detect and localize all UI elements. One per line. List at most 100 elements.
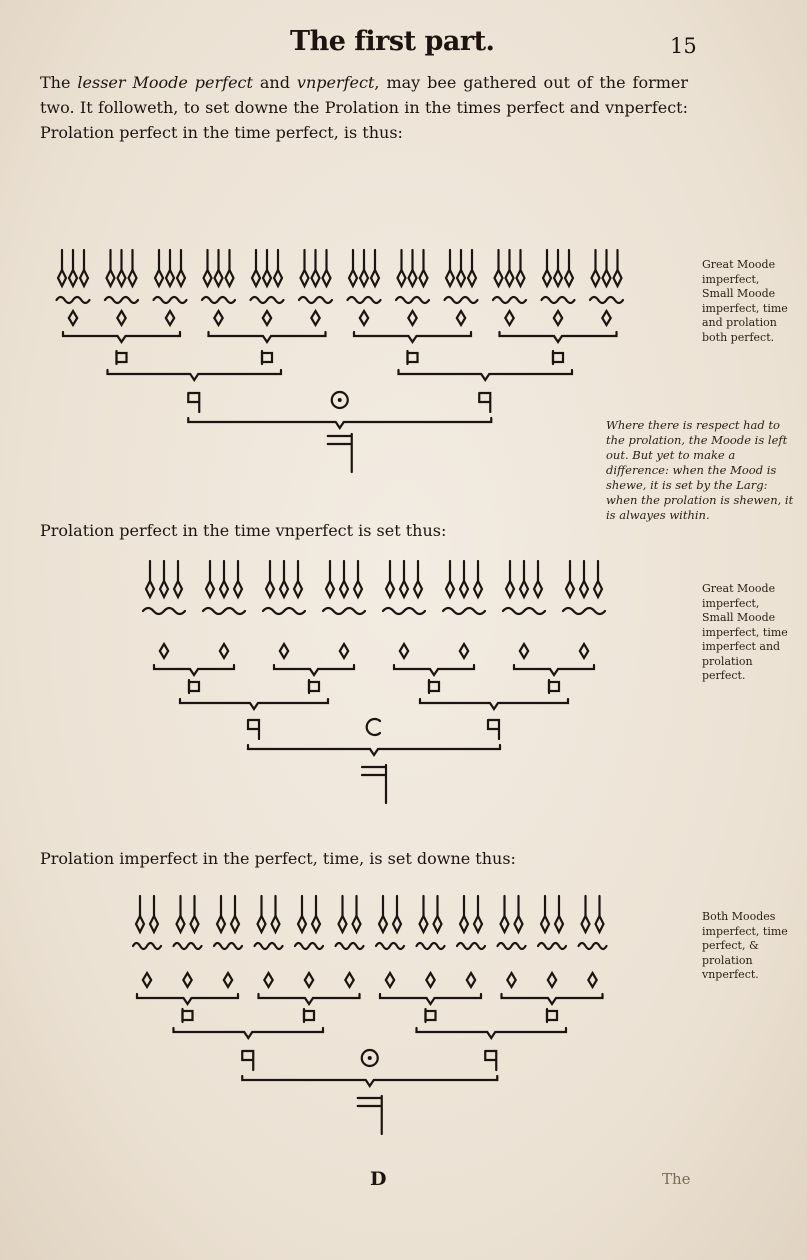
minim-note (189, 913, 200, 935)
breve-note (187, 680, 201, 693)
minim-note (553, 913, 565, 935)
catchword: The (662, 1170, 691, 1188)
breve-note (181, 1009, 194, 1022)
minim-note (261, 267, 273, 289)
minim-note (612, 267, 623, 289)
minim-note (412, 578, 424, 600)
minim-note (299, 267, 310, 289)
group-brace (293, 941, 325, 951)
group-brace (200, 295, 237, 305)
bracket (272, 663, 356, 677)
semibreve-note (218, 641, 230, 661)
minim-note (204, 578, 216, 600)
group-brace (253, 941, 284, 951)
intro-paragraph: The lesser Moode perfect and vnperfect, … (40, 70, 688, 145)
breve-note (302, 1009, 316, 1022)
bracket (241, 1074, 499, 1088)
minim-note (250, 267, 262, 289)
semibreve-note (222, 970, 234, 990)
minim-note (310, 913, 322, 935)
minim-note (466, 267, 478, 289)
group-brace (201, 606, 247, 616)
breve-note (547, 680, 561, 693)
semibreve-note (278, 641, 290, 661)
group-brace (249, 295, 285, 305)
intro-text-3: , may bee gathered out of the former two… (40, 73, 689, 142)
minim-note (232, 578, 244, 600)
semibreve-note (116, 308, 127, 328)
bracket (512, 663, 596, 677)
minim-note (213, 267, 224, 289)
semibreve-note (458, 641, 470, 661)
minim-note (563, 267, 575, 289)
group-brace (540, 295, 576, 305)
minim-note (384, 578, 396, 600)
group-brace (501, 606, 547, 616)
group-brace (297, 295, 334, 305)
semibreve-note (141, 970, 153, 990)
minim-note (56, 267, 68, 289)
breve-note (307, 680, 321, 693)
minim-note (396, 267, 407, 289)
minim-note (278, 578, 290, 600)
breve-note (545, 1009, 559, 1022)
group-brace (455, 941, 487, 951)
group-brace (443, 295, 479, 305)
minim-note (321, 267, 332, 289)
margin-note-respect: Where there is respect had to the prolat… (606, 418, 794, 522)
semibreve-note (601, 308, 612, 328)
minim-note (407, 267, 418, 289)
mensuration-circle (360, 1048, 379, 1068)
minim-note (472, 913, 484, 935)
minim-note (369, 267, 381, 289)
semibreve-note (67, 308, 79, 328)
minim-note (172, 578, 184, 600)
mensuration-circle (330, 390, 349, 410)
semibreve-note (384, 970, 396, 990)
semibreve-note (506, 970, 517, 990)
minim-note (418, 913, 429, 935)
group-brace (334, 941, 365, 951)
minim-note (458, 913, 470, 935)
group-brace (172, 941, 203, 951)
section-heading-2: Prolation perfect in the time vnperfect … (40, 521, 447, 540)
group-brace (152, 295, 188, 305)
bracket (257, 992, 361, 1006)
running-head: The first part. (290, 26, 495, 57)
group-brace (441, 606, 487, 616)
minim-note (144, 578, 156, 600)
notation-diagram-1 (55, 248, 625, 474)
minim-note (458, 578, 470, 600)
intro-italic-2: vnperfect (296, 73, 375, 92)
breve-note (551, 351, 565, 364)
minim-note (153, 267, 165, 289)
minim-note (351, 913, 362, 935)
minim-note (127, 267, 138, 289)
bracket (152, 663, 236, 677)
group-brace (588, 295, 625, 305)
longa-note (486, 718, 501, 741)
intro-italic-1: lesser Moode perfect (77, 73, 253, 92)
minim-note (310, 267, 321, 289)
minim-note (338, 578, 350, 600)
group-brace (261, 606, 307, 616)
group-brace (561, 606, 607, 616)
minim-note (296, 913, 308, 935)
semibreve-note (398, 641, 410, 661)
minim-note (444, 578, 456, 600)
bracket (187, 416, 493, 430)
semibreve-note (425, 970, 436, 990)
maxima-note (326, 432, 353, 474)
semibreve-note (518, 641, 530, 661)
breve-note (115, 351, 128, 364)
signature-mark: D (370, 1168, 387, 1190)
bracket (207, 330, 327, 344)
maxima-note (356, 1094, 383, 1136)
minim-note (292, 578, 304, 600)
minim-note (229, 913, 241, 935)
mensuration-half-circle (365, 717, 382, 737)
group-brace (491, 295, 528, 305)
group-brace (55, 295, 91, 305)
minim-note (391, 913, 403, 935)
minim-note (218, 578, 230, 600)
